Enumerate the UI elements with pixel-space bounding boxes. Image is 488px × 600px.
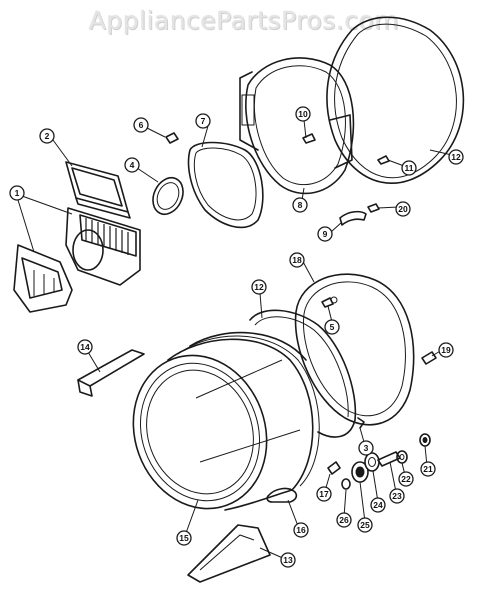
svg-text:24: 24 xyxy=(373,500,383,510)
leader-lines xyxy=(17,119,453,560)
svg-text:5: 5 xyxy=(330,322,335,332)
svg-text:14: 14 xyxy=(80,342,90,352)
part-2-lint-screen[interactable] xyxy=(65,161,131,219)
svg-text:9: 9 xyxy=(323,229,328,239)
callout-14: 14 xyxy=(77,339,93,355)
part-14-panel[interactable] xyxy=(77,349,145,397)
part-16-drum-seal[interactable] xyxy=(266,487,298,503)
callout-26: 26 xyxy=(336,512,352,528)
svg-text:15: 15 xyxy=(179,533,189,543)
callout-20: 20 xyxy=(395,201,411,217)
part-7-felt-seal[interactable] xyxy=(187,141,264,229)
part-21-nut[interactable] xyxy=(419,433,431,447)
svg-text:26: 26 xyxy=(339,515,349,525)
part-20-screw[interactable] xyxy=(367,203,380,213)
part-12-seal-ring-top[interactable] xyxy=(326,16,465,184)
callout-19: 19 xyxy=(438,342,454,358)
callout-2: 2 xyxy=(39,128,55,144)
part-8-front-bulkhead[interactable] xyxy=(239,57,355,195)
svg-text:20: 20 xyxy=(398,204,408,214)
svg-text:12: 12 xyxy=(451,152,461,162)
svg-text:25: 25 xyxy=(360,520,370,530)
svg-text:8: 8 xyxy=(298,200,303,210)
part-24-bearing-housing[interactable] xyxy=(364,452,380,472)
svg-text:23: 23 xyxy=(392,491,402,501)
callout-9: 9 xyxy=(317,226,333,242)
svg-text:12: 12 xyxy=(254,282,264,292)
callout-12-top: 12 xyxy=(448,149,464,165)
svg-text:1: 1 xyxy=(15,188,20,198)
part-1-lint-duct[interactable] xyxy=(13,207,141,313)
callout-3: 3 xyxy=(358,440,374,456)
part-15-drum[interactable] xyxy=(112,331,320,528)
part-6-clip[interactable] xyxy=(165,132,179,144)
callout-21: 21 xyxy=(420,461,436,477)
svg-text:13: 13 xyxy=(283,555,293,565)
callout-15: 15 xyxy=(176,530,192,546)
callout-1: 1 xyxy=(9,185,25,201)
callout-4: 4 xyxy=(124,157,140,173)
callout-22: 22 xyxy=(398,471,414,487)
callout-11: 11 xyxy=(401,160,417,176)
svg-text:2: 2 xyxy=(45,131,50,141)
callout-16: 16 xyxy=(293,522,309,538)
callout-10: 10 xyxy=(295,106,311,122)
callout-8: 8 xyxy=(292,197,308,213)
part-10-screw[interactable] xyxy=(302,133,316,144)
part-1-grille xyxy=(85,218,129,255)
svg-text:18: 18 xyxy=(292,255,302,265)
callout-12-lower: 12 xyxy=(251,279,267,295)
callout-18: 18 xyxy=(289,252,305,268)
part-26-washer[interactable] xyxy=(341,478,351,490)
svg-text:16: 16 xyxy=(296,525,306,535)
callout-23: 23 xyxy=(389,488,405,504)
svg-text:7: 7 xyxy=(201,116,206,126)
svg-text:11: 11 xyxy=(405,163,414,173)
part-5-screw[interactable] xyxy=(321,297,334,308)
callout-24: 24 xyxy=(370,497,386,513)
part-17-bolt[interactable] xyxy=(327,461,341,475)
part-13-baffle[interactable] xyxy=(187,524,271,583)
part-3-clip[interactable] xyxy=(357,417,365,429)
callout-5: 5 xyxy=(324,319,340,335)
callout-13: 13 xyxy=(280,552,296,568)
callout-6: 6 xyxy=(133,117,149,133)
svg-text:21: 21 xyxy=(423,464,433,474)
part-25-bearing[interactable] xyxy=(351,461,369,483)
svg-text:22: 22 xyxy=(401,474,411,484)
svg-text:17: 17 xyxy=(319,489,329,499)
svg-text:3: 3 xyxy=(364,443,369,453)
part-12-seal-ring-lower[interactable] xyxy=(249,309,357,438)
callout-7: 7 xyxy=(195,113,211,129)
callout-17: 17 xyxy=(316,486,332,502)
svg-text:4: 4 xyxy=(130,160,135,170)
svg-text:10: 10 xyxy=(298,109,308,119)
site-watermark: AppliancePartsPros.com xyxy=(88,6,400,35)
part-4-ring[interactable] xyxy=(147,173,188,219)
callout-25: 25 xyxy=(357,517,373,533)
part-9-bracket[interactable] xyxy=(339,210,367,226)
svg-text:19: 19 xyxy=(441,345,451,355)
svg-text:6: 6 xyxy=(139,120,144,130)
part-11-screw[interactable] xyxy=(377,155,390,165)
part-19-screw[interactable] xyxy=(421,351,437,365)
